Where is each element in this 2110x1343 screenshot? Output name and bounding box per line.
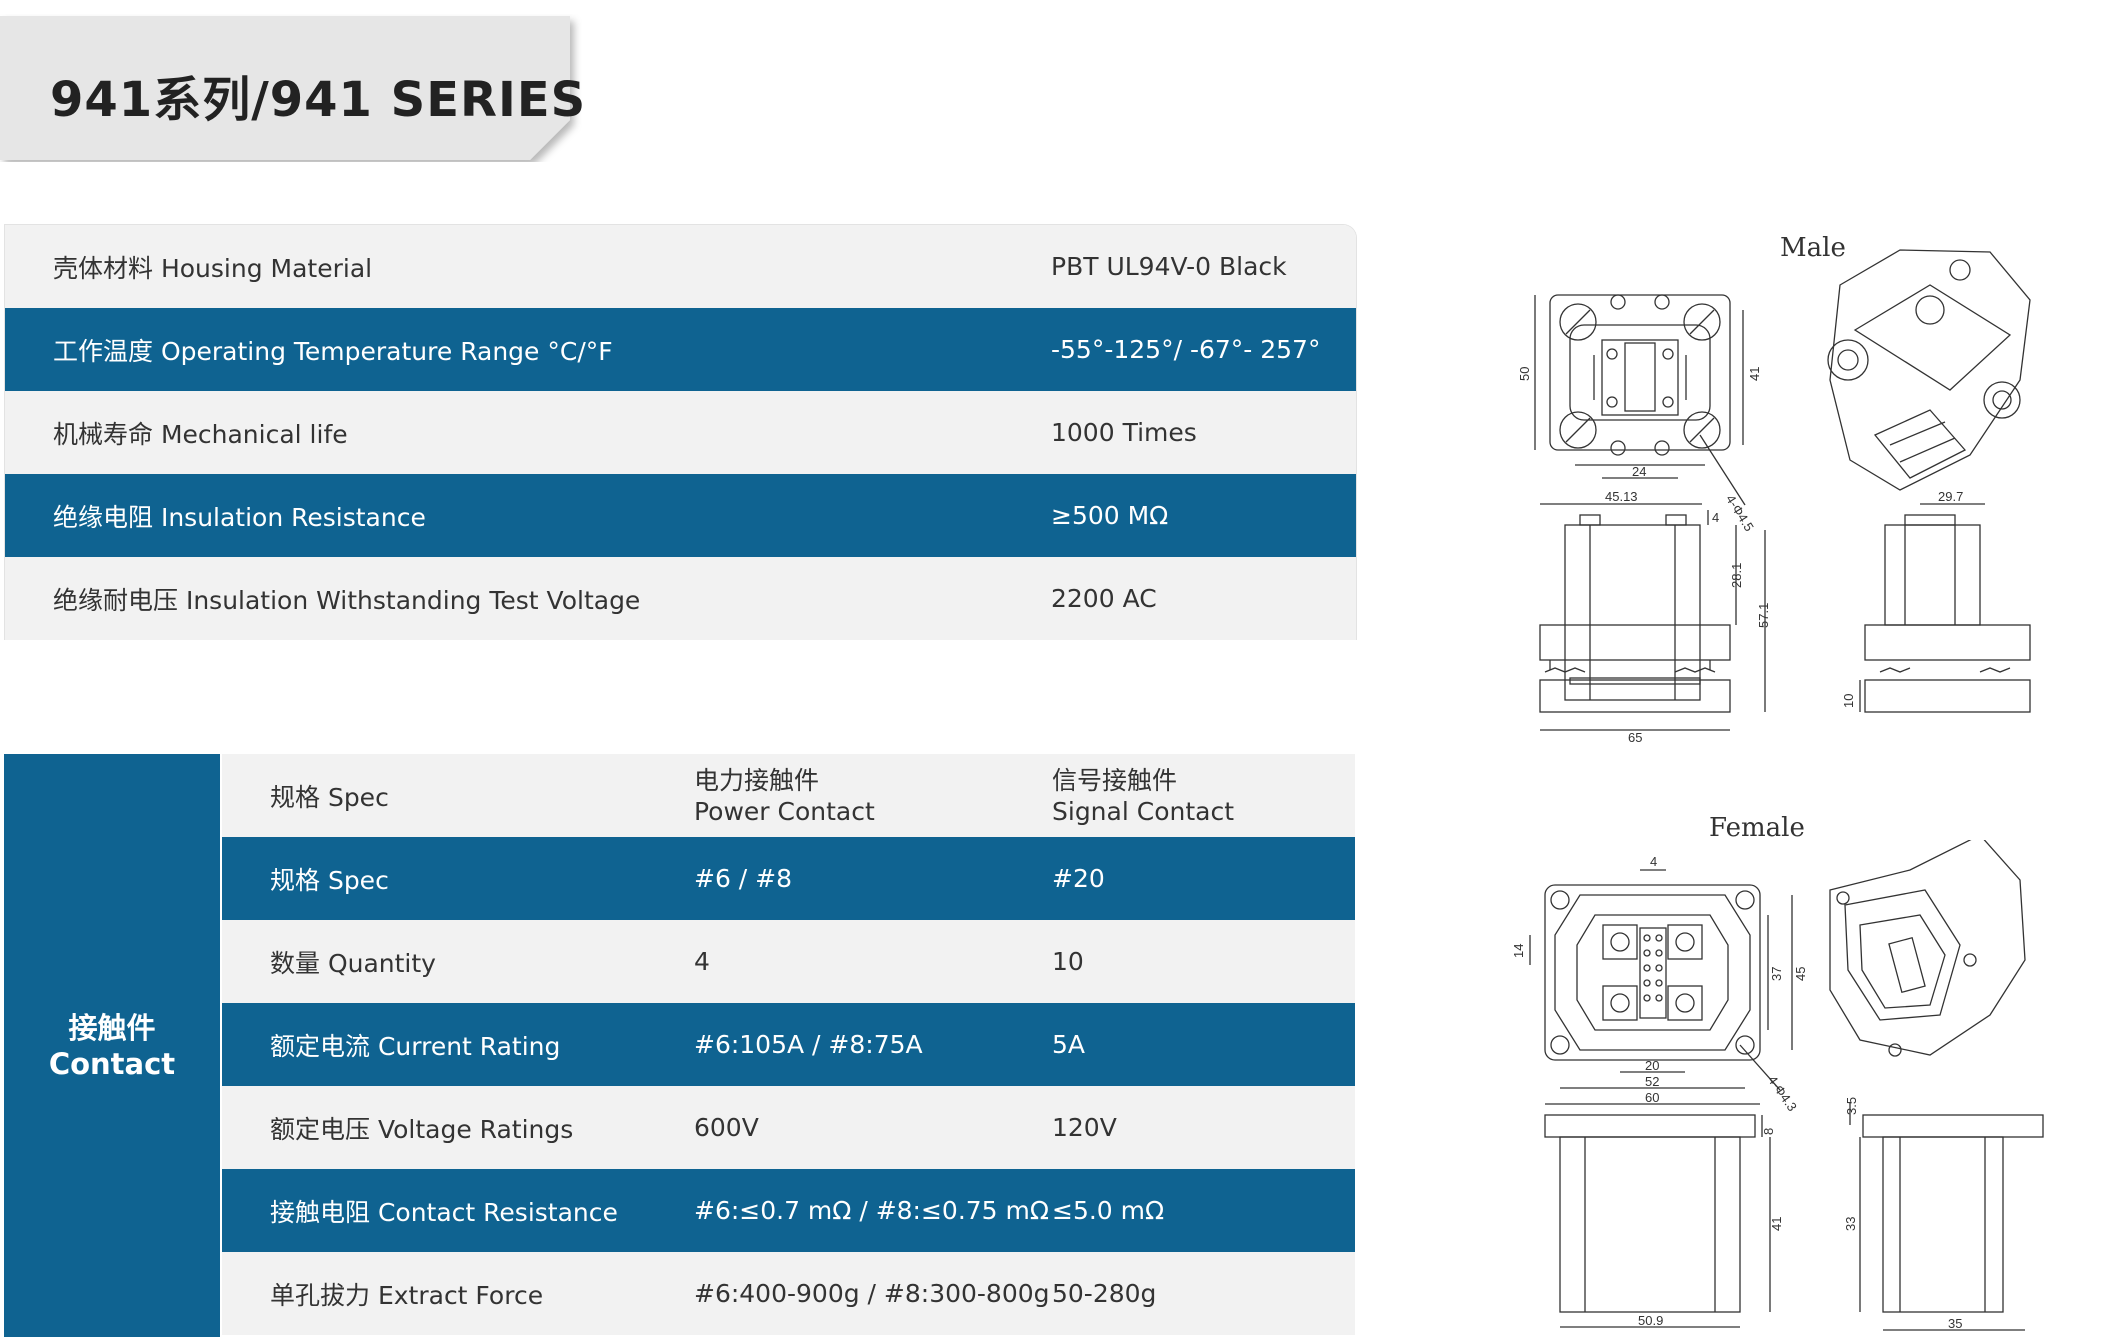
row-signal: 10 [1052,947,1084,976]
contact-side-label: 接触件 Contact [4,754,220,1337]
female-end-view [1862,1114,2044,1313]
dim-3-5: 3.5 [1844,1097,1859,1115]
table-row: 规格 Spec #6 / #8 #20 [222,837,1355,920]
spec-label: 机械寿命 Mechanical life [53,419,348,449]
general-spec-table: 壳体材料 Housing Material PBT UL94V-0 Black … [4,224,1357,640]
dim-60: 60 [1645,1090,1659,1105]
dim-45: 45 [1793,967,1808,981]
spec-label: 绝缘电阻 Insulation Resistance [53,502,426,532]
spec-value: 1000 Times [1051,418,1197,447]
row-power: 4 [694,947,710,976]
row-signal: 120V [1052,1113,1117,1142]
table-row: 额定电流 Current Rating #6:105A / #8:75A 5A [222,1003,1355,1086]
contact-label-en: Contact [48,1046,176,1081]
title-tab-shape [0,16,570,160]
row-power: #6:400-900g / #8:300-800g [694,1279,1050,1308]
header-power-contact: 电力接触件 Power Contact [694,754,875,837]
dim-41: 41 [1747,367,1762,381]
female-connector-drawing: 4 14 37 45 20 52 60 4-Φ4.3 8 41 50.9 3.5… [1511,840,2044,1331]
row-label: 额定电流 Current Rating [270,1031,561,1061]
row-power: #6:105A / #8:75A [694,1030,923,1059]
dim-4: 4 [1712,510,1719,525]
male-connector-drawing: 50 41 24 4-Φ4.5 45.13 4 28.1 57.1 65 [1517,249,2031,745]
dim-4: 4 [1650,854,1657,869]
dim-65: 65 [1628,730,1642,745]
header-signal-en: Signal Contact [1052,796,1235,826]
row-signal: 50-280g [1052,1279,1157,1308]
table-row: 单孔拔力 Extract Force #6:400-900g / #8:300-… [222,1252,1355,1335]
male-end-view [1864,514,2031,713]
spec-value: ≥500 MΩ [1051,501,1169,530]
table-row: 机械寿命 Mechanical life 1000 Times [5,391,1356,474]
male-side-view [1539,514,1731,713]
dim-52: 52 [1645,1074,1659,1089]
row-label: 额定电压 Voltage Ratings [270,1114,574,1144]
row-signal: ≤5.0 mΩ [1052,1196,1165,1225]
dim-35: 35 [1948,1316,1962,1331]
dim-50: 50 [1517,367,1532,381]
spec-value: -55°-125°/ -67°- 257° [1051,335,1321,364]
dim-24: 24 [1632,464,1646,479]
row-power: 600V [694,1113,759,1142]
table-row: 接触电阻 Contact Resistance #6:≤0.7 mΩ / #8:… [222,1169,1355,1252]
row-label: 规格 Spec [270,865,389,895]
spec-value: 2200 AC [1051,584,1157,613]
table-row: 壳体材料 Housing Material PBT UL94V-0 Black [5,225,1356,308]
spec-label: 绝缘耐电压 Insulation Withstanding Test Volta… [53,585,641,615]
spec-value: PBT UL94V-0 Black [1051,252,1287,281]
dim-29-7: 29.7 [1938,489,1963,504]
female-drawing-label: Female [1709,813,1805,843]
dim-57-1: 57.1 [1756,603,1771,628]
female-front-view [1544,884,1761,1061]
dim-10: 10 [1841,694,1856,708]
row-label: 接触电阻 Contact Resistance [270,1197,618,1227]
contact-spec-table: 接触件 Contact 规格 Spec 电力接触件 Power Contact … [4,754,1355,1337]
row-label: 单孔拔力 Extract Force [270,1280,544,1310]
female-side-view [1544,1114,1756,1313]
dim-45-13: 45.13 [1605,489,1638,504]
dim-28-1: 28.1 [1729,563,1744,588]
dim-20: 20 [1645,1058,1659,1073]
table-row: 数量 Quantity 4 10 [222,920,1355,1003]
header-signal-cn: 信号接触件 [1052,765,1178,795]
dim-41: 41 [1769,1217,1784,1231]
dim-4phi: 4-Φ4.5 [1723,492,1757,534]
female-iso-view [1829,840,2026,1057]
table-row: 工作温度 Operating Temperature Range °C/°F -… [5,308,1356,391]
header-power-cn: 电力接触件 [694,765,820,795]
row-signal: 5A [1052,1030,1086,1059]
row-label: 数量 Quantity [270,948,436,978]
row-power: #6 / #8 [694,864,793,893]
dim-8: 8 [1761,1128,1776,1135]
table-header-row: 规格 Spec 电力接触件 Power Contact 信号接触件 Signal… [222,754,1355,837]
dim-37: 37 [1769,967,1784,981]
row-power: #6:≤0.7 mΩ / #8:≤0.75 mΩ [694,1196,1049,1225]
dim-33: 33 [1843,1217,1858,1231]
male-drawing-label: Male [1780,233,1846,263]
header-signal-contact: 信号接触件 Signal Contact [1052,754,1234,837]
table-row: 绝缘耐电压 Insulation Withstanding Test Volta… [5,557,1356,640]
dim-14: 14 [1511,944,1526,958]
series-title-tab: 941系列/941 SERIES [0,14,585,162]
male-front-view [1549,294,1731,466]
dim-4phi: 4-Φ4.3 [1765,1073,1800,1114]
dim-50-9: 50.9 [1638,1313,1663,1328]
row-signal: #20 [1052,864,1105,893]
spec-label: 壳体材料 Housing Material [53,253,373,283]
spec-label: 工作温度 Operating Temperature Range °C/°F [53,336,613,366]
page-title: 941系列/941 SERIES [50,72,587,128]
table-row: 绝缘电阻 Insulation Resistance ≥500 MΩ [5,474,1356,557]
table-row: 额定电压 Voltage Ratings 600V 120V [222,1086,1355,1169]
header-power-en: Power Contact [694,796,875,826]
header-spec: 规格 Spec [270,782,389,812]
contact-label-cn: 接触件 [68,1010,156,1045]
male-iso-view [1827,249,2031,491]
